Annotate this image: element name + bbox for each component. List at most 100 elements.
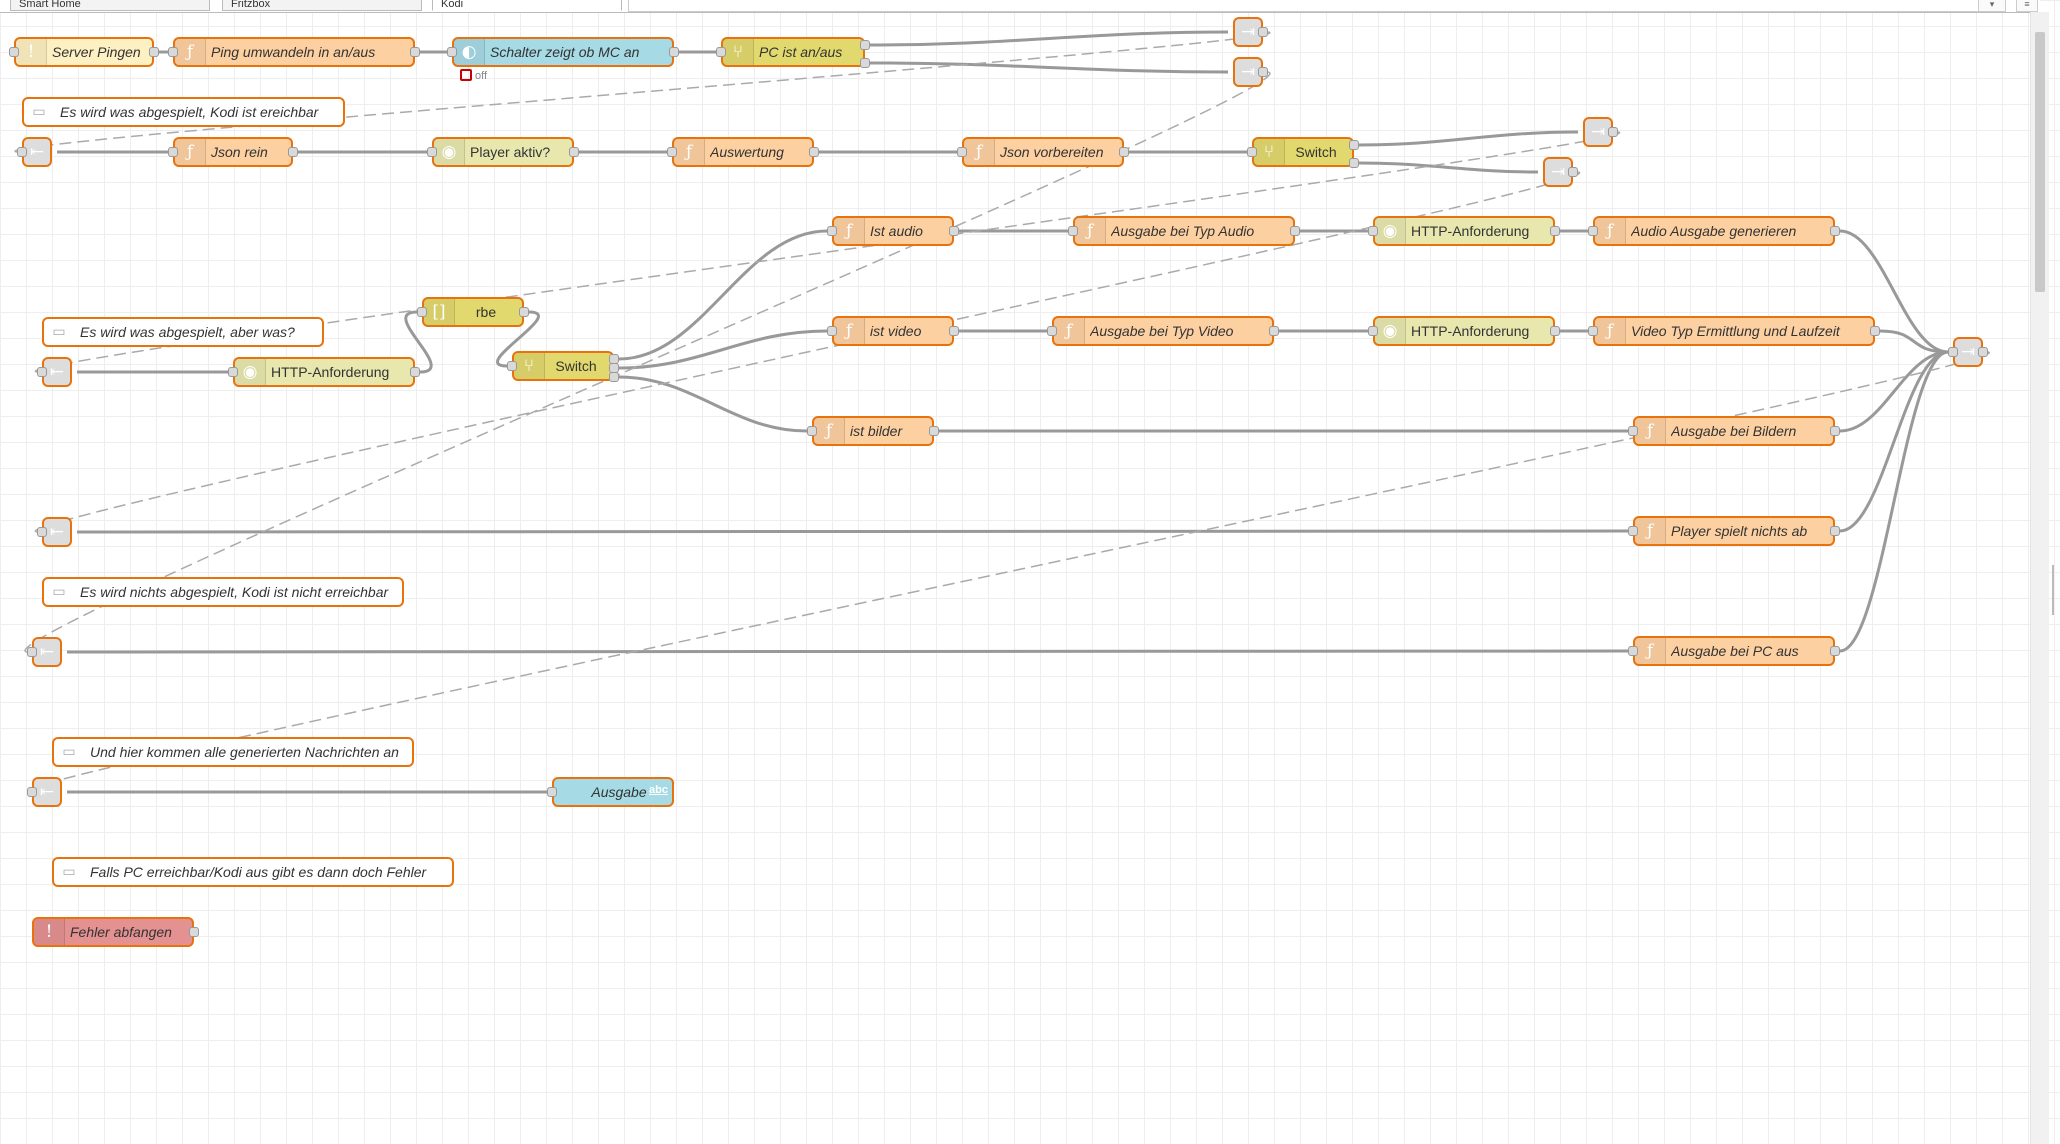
input-port[interactable] xyxy=(27,647,37,657)
flow-wire[interactable] xyxy=(66,649,1629,654)
flow-wire[interactable] xyxy=(1358,130,1579,147)
flow-node-n13[interactable]: ◉HTTP-Anforderung xyxy=(1373,216,1555,246)
link-in-node[interactable]: ⇤ xyxy=(32,637,62,667)
output-port[interactable] xyxy=(860,58,870,68)
flow-node-n26[interactable]: ▭Es wird nichts abgespielt, Kodi ist nic… xyxy=(42,577,404,607)
output-port[interactable] xyxy=(1258,27,1268,37)
input-port[interactable] xyxy=(1247,147,1257,157)
flow-wire[interactable] xyxy=(618,329,828,370)
flow-node-n10[interactable]: ⑂Switch xyxy=(1252,137,1354,167)
input-port[interactable] xyxy=(827,226,837,236)
output-port[interactable] xyxy=(1978,347,1988,357)
output-port[interactable] xyxy=(1830,646,1840,656)
input-port[interactable] xyxy=(1588,226,1598,236)
output-port[interactable] xyxy=(410,47,420,57)
input-port[interactable] xyxy=(37,367,47,377)
link-out-node[interactable]: ⇥ xyxy=(1233,17,1263,47)
input-port[interactable] xyxy=(807,426,817,436)
link-out-node[interactable]: ⇥ xyxy=(1583,117,1613,147)
input-port[interactable] xyxy=(417,307,427,317)
input-port[interactable] xyxy=(1628,426,1638,436)
flow-wire[interactable] xyxy=(1839,350,1949,433)
flow-node-n30[interactable]: ▭Falls PC erreichbar/Kodi aus gibt es da… xyxy=(52,857,454,887)
input-port[interactable] xyxy=(957,147,967,157)
output-port[interactable] xyxy=(1568,167,1578,177)
flow-wire[interactable] xyxy=(1358,161,1539,174)
output-port[interactable] xyxy=(949,326,959,336)
flow-wire[interactable] xyxy=(869,61,1229,74)
input-port[interactable] xyxy=(827,326,837,336)
input-port[interactable] xyxy=(507,361,517,371)
output-port[interactable] xyxy=(809,147,819,157)
flow-wire[interactable] xyxy=(618,229,828,361)
flow-node-n16[interactable]: []rbe xyxy=(422,297,524,327)
output-port[interactable] xyxy=(1119,147,1129,157)
flow-wire[interactable] xyxy=(76,529,1629,534)
flow-node-n5[interactable]: ▭Es wird was abgespielt, Kodi ist ereich… xyxy=(22,97,345,127)
input-port[interactable] xyxy=(1068,226,1078,236)
tab-fritzbox[interactable]: Fritzbox xyxy=(222,0,422,11)
input-port[interactable] xyxy=(427,147,437,157)
output-port[interactable] xyxy=(288,147,298,157)
input-port[interactable] xyxy=(1588,326,1598,336)
tab-kodi[interactable]: Kodi xyxy=(432,0,622,11)
input-port[interactable] xyxy=(1628,646,1638,656)
input-port[interactable] xyxy=(1047,326,1057,336)
output-port[interactable] xyxy=(569,147,579,157)
flow-node-n7[interactable]: ◉Player aktiv? xyxy=(432,137,574,167)
output-port[interactable] xyxy=(1830,226,1840,236)
output-port[interactable] xyxy=(149,47,159,57)
output-port[interactable] xyxy=(1830,526,1840,536)
tab-smart-home[interactable]: Smart Home xyxy=(10,0,210,11)
output-port[interactable] xyxy=(189,927,199,937)
input-port[interactable] xyxy=(1628,526,1638,536)
output-port[interactable] xyxy=(609,372,619,382)
flow-node-n4[interactable]: ⑂PC ist an/aus xyxy=(721,37,865,67)
flow-node-n21[interactable]: ◉HTTP-Anforderung xyxy=(1373,316,1555,346)
input-port[interactable] xyxy=(168,147,178,157)
input-port[interactable] xyxy=(1368,326,1378,336)
flow-node-n18[interactable]: ⑂Switch xyxy=(512,351,614,381)
flow-wire[interactable] xyxy=(1839,350,1949,653)
output-port[interactable] xyxy=(1830,426,1840,436)
output-port[interactable] xyxy=(519,307,529,317)
output-port[interactable] xyxy=(669,47,679,57)
input-port[interactable] xyxy=(37,527,47,537)
input-port[interactable] xyxy=(1948,347,1958,357)
flow-wire[interactable] xyxy=(404,310,433,374)
input-port[interactable] xyxy=(716,47,726,57)
vertical-scrollbar[interactable] xyxy=(2030,12,2049,1144)
flow-node-n15[interactable]: ▭Es wird was abgespielt, aber was? xyxy=(42,317,324,347)
flow-wire[interactable] xyxy=(869,30,1229,47)
output-port[interactable] xyxy=(929,426,939,436)
input-port[interactable] xyxy=(228,367,238,377)
chevron-down-icon[interactable]: ▾ xyxy=(1978,0,2006,12)
output-port[interactable] xyxy=(1349,158,1359,168)
input-port[interactable] xyxy=(17,147,27,157)
output-port[interactable] xyxy=(1550,326,1560,336)
flow-wire[interactable] xyxy=(496,310,540,368)
flow-node-n31[interactable]: !Fehler abfangen xyxy=(32,917,194,947)
output-port[interactable] xyxy=(410,367,420,377)
flow-node-n28[interactable]: ▭Und hier kommen alle generierten Nachri… xyxy=(52,737,414,767)
flow-node-n1[interactable]: !Server Pingen xyxy=(14,37,154,67)
flow-node-n17[interactable]: ◉HTTP-Anforderung xyxy=(233,357,415,387)
input-port[interactable] xyxy=(27,787,37,797)
output-port[interactable] xyxy=(860,40,870,50)
output-port[interactable] xyxy=(1550,226,1560,236)
input-port[interactable] xyxy=(547,787,557,797)
output-port[interactable] xyxy=(1290,226,1300,236)
